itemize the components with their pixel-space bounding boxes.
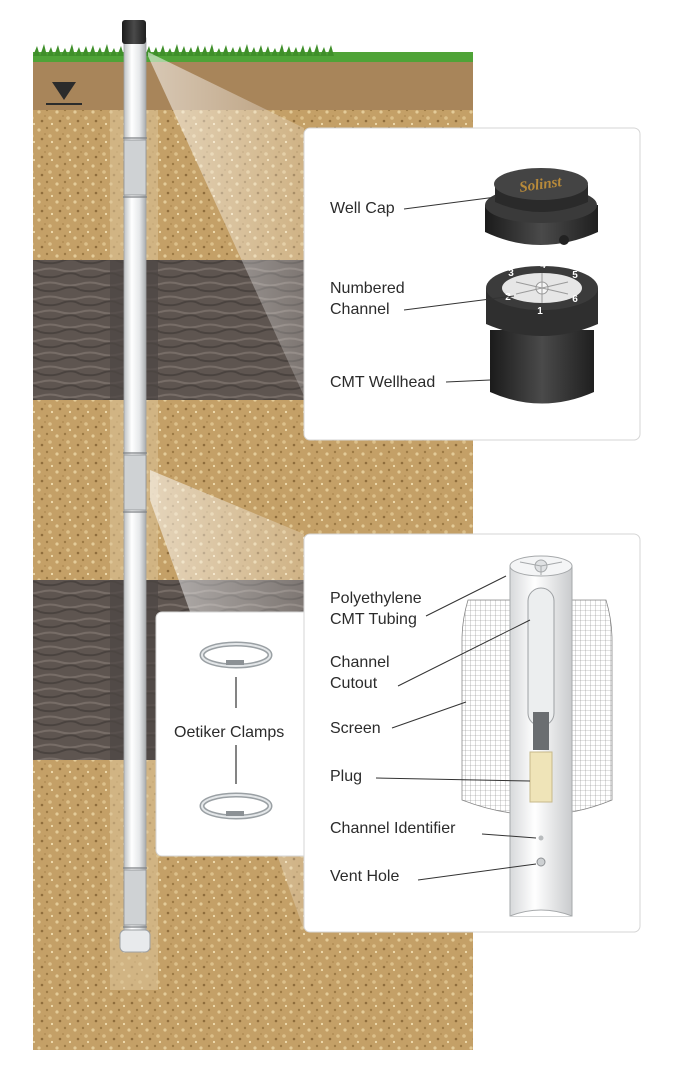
channel-numbers: 1 2 3 4 5 6 <box>505 260 578 317</box>
wellhead-zoom-beam <box>148 52 304 396</box>
leader-line <box>397 619 531 687</box>
pipe-ports <box>123 139 147 926</box>
leader-line <box>425 575 507 617</box>
well-cap-label: Well Cap <box>330 200 395 217</box>
tubing-detail-panel <box>303 533 641 933</box>
fitting <box>533 712 549 750</box>
plug-label: Plug <box>330 768 363 785</box>
cmt-well-pipe <box>119 20 151 953</box>
well-cap-top <box>122 20 146 44</box>
leader-line <box>391 701 467 729</box>
leader-line <box>481 833 537 839</box>
channel-cutout <box>527 587 555 727</box>
oetiker-clamp-icon <box>199 792 273 820</box>
cmt-wellhead-icon: 1 2 3 4 5 6 <box>486 260 598 404</box>
pipe-clamps <box>123 137 147 928</box>
polyethylene-tubing-label: Polyethylene CMT Tubing <box>330 590 422 628</box>
cmt-wellhead-label: CMT Wellhead <box>330 374 436 391</box>
channel-number: 3 <box>508 268 514 279</box>
channel-cutout-label: Channel Cutout <box>330 654 390 692</box>
oetiker-clamps-label: Oetiker Clamps <box>174 724 285 741</box>
channel-number: 6 <box>572 294 578 305</box>
pipe-base-plug <box>119 929 151 953</box>
channel-identifier-dot <box>538 835 544 841</box>
leader-line <box>403 196 497 210</box>
vent-hole <box>536 857 546 867</box>
wellhead-detail-panel: Solinst 1 2 3 4 5 6 <box>303 127 641 441</box>
brand-logo: Solinst <box>518 174 563 196</box>
vent-hole-label: Vent Hole <box>330 868 400 885</box>
leader-line <box>417 863 537 881</box>
leader-line <box>445 379 491 383</box>
channel-number: 2 <box>505 292 511 303</box>
leader-line <box>403 295 515 311</box>
grass-surface <box>33 44 473 62</box>
plug <box>529 751 553 803</box>
channel-identifier-label: Channel Identifier <box>330 820 456 837</box>
screen-label: Screen <box>330 720 381 737</box>
leader-line <box>375 777 531 782</box>
cmt-tube-icon <box>509 555 573 917</box>
well-cap-icon: Solinst <box>485 168 598 245</box>
channel-number: 1 <box>537 306 543 317</box>
topsoil-layer <box>33 60 473 110</box>
water-table-icon <box>46 82 82 105</box>
channel-number: 5 <box>572 270 578 281</box>
oetiker-clamp-icon <box>199 641 273 669</box>
channel-number: 4 <box>540 260 546 271</box>
numbered-channel-label: Numbered Channel <box>330 280 405 318</box>
